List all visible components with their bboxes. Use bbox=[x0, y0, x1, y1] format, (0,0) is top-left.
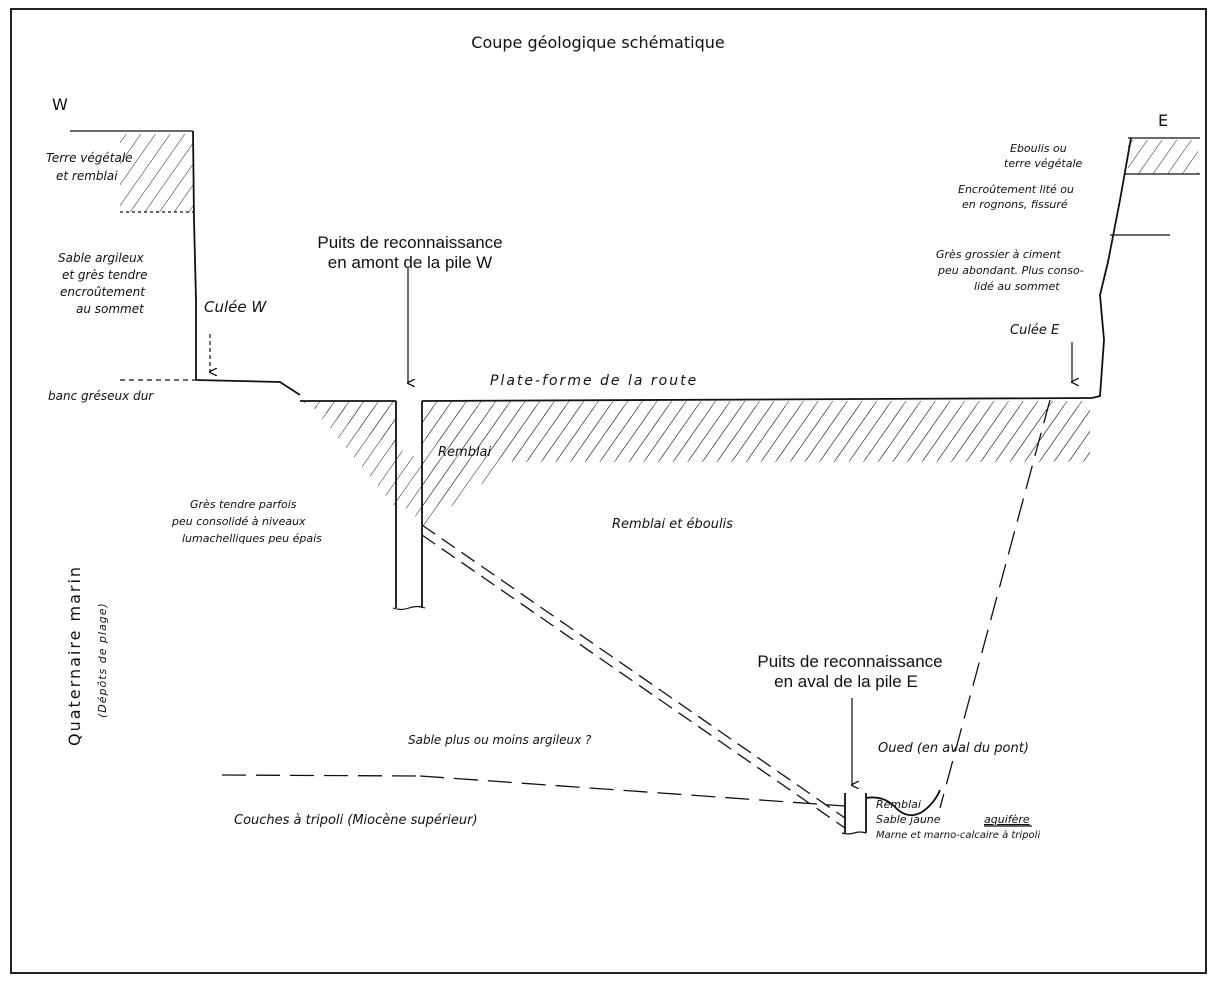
east-layer3-line2: peu abondant. Plus conso- bbox=[937, 264, 1084, 277]
log-marl: Marne et marno-calcaire à tripoli bbox=[876, 829, 1040, 841]
wadi-label: Oued (en aval du pont) bbox=[878, 741, 1029, 756]
diagram-title: Coupe géologique schématique bbox=[471, 33, 724, 52]
remblai-label: Remblai bbox=[438, 445, 492, 460]
well-w bbox=[392, 401, 426, 611]
log-aquifer: aquifère bbox=[984, 813, 1030, 826]
well-e-line2: en aval de la pile E bbox=[774, 672, 918, 691]
quaternary-sub-label: (Dépôts de plage) bbox=[96, 602, 109, 718]
west-layer1-line2: et remblai bbox=[56, 169, 118, 183]
culee-e-label: Culée E bbox=[1010, 323, 1060, 338]
well-e-log: Remblai Sable jaune aquifère Marne et ma… bbox=[876, 798, 1040, 841]
west-fill-hatch bbox=[312, 406, 396, 508]
west-layer1-line1: Terre végétale bbox=[46, 151, 133, 165]
diagram-frame bbox=[10, 8, 1207, 974]
hard-bed-label: banc gréseux dur bbox=[48, 389, 154, 403]
east-cliff bbox=[1091, 137, 1200, 399]
wadi-bed bbox=[865, 789, 941, 817]
tripoli-label: Couches à tripoli (Miocène supérieur) bbox=[234, 813, 478, 828]
log-sand: Sable jaune bbox=[876, 813, 941, 826]
well-e bbox=[841, 789, 941, 835]
soft-sandstone-line2: peu consolidé à niveaux bbox=[171, 515, 306, 528]
remblai-eboulis-label: Remblai et éboulis bbox=[612, 517, 733, 532]
west-layer2-line1: Sable argileux bbox=[58, 251, 145, 265]
fill-area bbox=[300, 397, 1093, 528]
west-label: W bbox=[52, 95, 68, 114]
clayey-sand-label: Sable plus ou moins argileux ? bbox=[408, 733, 592, 747]
east-layer3-line1: Grès grossier à ciment bbox=[936, 248, 1061, 261]
well-w-line2: en amont de la pile W bbox=[328, 253, 492, 272]
west-layer2-line2: et grès tendre bbox=[62, 268, 148, 282]
west-layer2-line4: au sommet bbox=[76, 302, 145, 316]
road-label: Plate-forme de la route bbox=[490, 373, 698, 389]
east-layer1-line1: Eboulis ou bbox=[1010, 142, 1067, 155]
east-layer2-line1: Encroûtement lité ou bbox=[958, 183, 1074, 196]
well-e-line1: Puits de reconnaissance bbox=[757, 652, 942, 671]
east-topsoil-hatch bbox=[1128, 140, 1198, 174]
east-fill-hatch bbox=[422, 406, 1090, 528]
east-label: E bbox=[1158, 111, 1168, 130]
east-layer1-line2: terre végétale bbox=[1004, 157, 1083, 170]
west-topsoil-hatch bbox=[120, 134, 193, 212]
east-layer3-line3: lidé au sommet bbox=[974, 280, 1060, 293]
inferred-boundaries bbox=[221, 399, 1051, 829]
soft-sandstone-line1: Grès tendre parfois bbox=[190, 498, 297, 511]
well-w-line1: Puits de reconnaissance bbox=[317, 233, 502, 252]
west-cliff bbox=[70, 130, 301, 396]
east-layer2-line2: en rognons, fissuré bbox=[962, 198, 1068, 211]
west-layer2-line3: encroûtement bbox=[60, 285, 146, 299]
quaternary-label: Quaternaire marin bbox=[65, 565, 84, 746]
west-labels: Terre végétale et remblai Sable argileux… bbox=[46, 151, 267, 403]
east-labels: Eboulis ou terre végétale Encroûtement l… bbox=[936, 142, 1084, 338]
soft-sandstone-line3: lumachelliques peu épais bbox=[182, 532, 322, 545]
culee-w-label: Culée W bbox=[204, 298, 267, 316]
log-remblai: Remblai bbox=[876, 798, 921, 811]
